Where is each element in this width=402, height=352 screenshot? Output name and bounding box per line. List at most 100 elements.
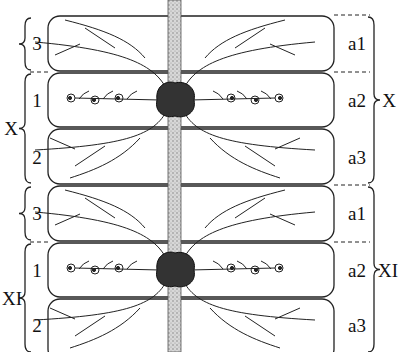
boundary-dash — [334, 72, 370, 73]
nephridium-loop — [115, 94, 123, 102]
callout-label: XI — [2, 289, 22, 308]
segment-outline — [48, 16, 334, 71]
nephridium-pore — [278, 96, 281, 99]
nephridium-stalk — [261, 261, 271, 269]
nephridium-pore — [68, 96, 71, 99]
nerve — [85, 198, 115, 218]
nerve — [245, 316, 275, 336]
ganglion — [156, 252, 194, 287]
nephridium-loop — [91, 96, 99, 104]
nephridium-loop — [275, 94, 283, 102]
ganglion — [156, 82, 194, 117]
callout-label: 3 — [32, 34, 42, 53]
callout-label: a2 — [348, 261, 366, 280]
boundary-dash — [30, 72, 48, 73]
nephridium-stalk — [237, 261, 247, 269]
nephridium-loop — [67, 264, 75, 272]
nephridium-stalk — [237, 91, 247, 99]
bracket — [19, 187, 31, 240]
nephridium-pore — [116, 266, 119, 269]
callout-label: 3 — [32, 204, 42, 223]
nerve — [275, 308, 300, 319]
callout-label: X — [382, 91, 396, 110]
nephridium-stalk — [127, 91, 137, 99]
boundary-dash — [334, 242, 370, 243]
nephridium-stalk — [103, 91, 113, 99]
nerve — [55, 44, 80, 55]
segment-outline — [48, 129, 334, 184]
callout-label: 1 — [32, 261, 42, 280]
nerve — [55, 214, 80, 225]
boundary-dash — [334, 15, 370, 16]
nephridium-pore — [230, 266, 233, 269]
callout-label: 2 — [32, 316, 42, 335]
nerve — [85, 28, 115, 48]
boundary-dash — [30, 242, 48, 243]
boundary-dash — [334, 185, 370, 186]
nerve — [210, 308, 280, 348]
nephridium-loop — [91, 266, 99, 274]
nerve — [70, 138, 140, 178]
callout-label: a3 — [348, 316, 366, 335]
bracket — [19, 18, 31, 70]
nephridium-loop — [227, 94, 235, 102]
callout-label: a1 — [348, 204, 366, 223]
nerve — [235, 198, 265, 218]
nerve-cord — [168, 0, 181, 352]
nerve — [75, 316, 105, 336]
callout-label: XI — [378, 261, 398, 280]
segment-outline — [48, 243, 334, 297]
nerve — [65, 190, 145, 228]
nephridium-pore — [254, 268, 257, 271]
nephridium-pore — [92, 268, 95, 271]
nephridium-stalk — [79, 261, 89, 269]
bracket — [19, 74, 31, 183]
nerve — [35, 212, 167, 260]
nerve — [183, 212, 315, 260]
nerve — [50, 308, 75, 319]
nephridium-pore — [116, 96, 119, 99]
nephridium-pore — [278, 266, 281, 269]
nerve — [65, 20, 145, 58]
nerve — [270, 44, 295, 55]
nephridium-pore — [68, 266, 71, 269]
nerve — [205, 20, 285, 58]
bracket — [368, 17, 380, 183]
nephridium-loop — [275, 264, 283, 272]
callout-label: a2 — [348, 91, 366, 110]
nephridium-pore — [254, 98, 257, 101]
nerve — [50, 138, 75, 149]
nephridium-stalk — [261, 91, 271, 99]
nerve — [245, 146, 275, 166]
nephridium-loop — [115, 264, 123, 272]
nerve — [235, 28, 265, 48]
nerve — [205, 190, 285, 228]
nerve — [183, 280, 315, 320]
segment-outline — [48, 299, 334, 352]
nerve — [183, 42, 315, 90]
nephridium-pore — [230, 96, 233, 99]
nephridium-loop — [251, 266, 259, 274]
nephridium-stalk — [213, 261, 223, 269]
nerve — [70, 308, 140, 348]
nerve — [210, 138, 280, 178]
nephridium-stalk — [213, 91, 223, 99]
nephridium-stalk — [127, 261, 137, 269]
callout-label: 1 — [32, 91, 42, 110]
nephridium-stalk — [103, 261, 113, 269]
nephridium-loop — [227, 264, 235, 272]
nerve — [35, 280, 167, 320]
callout-label: X — [4, 119, 18, 138]
nephridium-pore — [92, 98, 95, 101]
nephridium-loop — [251, 96, 259, 104]
callout-label: 2 — [32, 148, 42, 167]
nerve — [35, 110, 167, 150]
segment-outline — [48, 186, 334, 241]
nerve — [270, 214, 295, 225]
nerve — [75, 146, 105, 166]
nerve — [275, 138, 300, 149]
segment-outline — [48, 73, 334, 127]
nephridium-loop — [67, 94, 75, 102]
callout-label: a3 — [348, 148, 366, 167]
